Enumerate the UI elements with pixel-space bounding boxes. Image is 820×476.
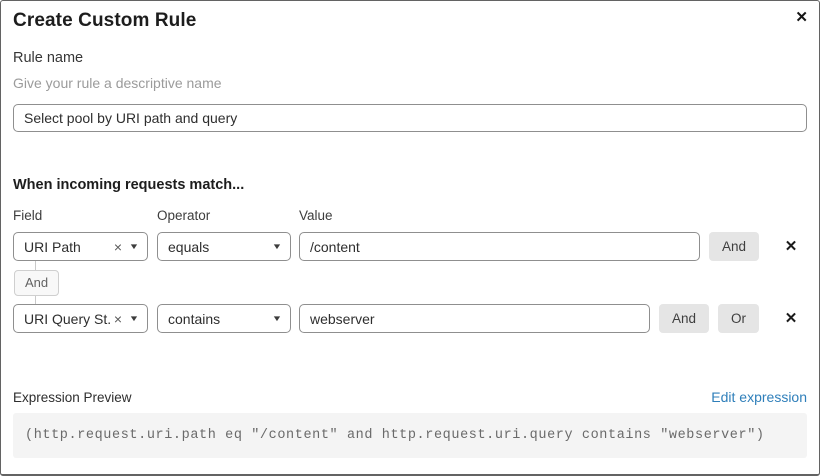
clear-field-icon[interactable]: × [113, 310, 123, 327]
operator-select[interactable]: equals ▼ [157, 232, 291, 261]
field-column-label: Field [13, 208, 43, 223]
condition-row: URI Path × ▼ equals ▼ And ✕ [13, 232, 807, 261]
rule-name-label: Rule name [13, 50, 84, 66]
chevron-down-icon[interactable]: ▼ [128, 313, 140, 323]
field-select[interactable]: URI Query St... × ▼ [13, 304, 148, 333]
add-or-condition-button[interactable]: Or [718, 304, 759, 333]
match-heading: When incoming requests match... [13, 177, 245, 193]
rule-name-input[interactable] [13, 104, 807, 132]
and-connector-badge: And [14, 270, 60, 296]
value-column-label: Value [299, 208, 333, 223]
chevron-down-icon[interactable]: ▼ [128, 241, 140, 251]
expression-header: Expression Preview Edit expression [13, 389, 807, 406]
delete-condition-icon[interactable]: ✕ [784, 309, 798, 327]
condition-row: URI Query St... × ▼ contains ▼ And Or ✕ [13, 304, 807, 333]
close-icon[interactable]: ✕ [795, 9, 808, 26]
operator-select-value: equals [168, 238, 210, 255]
value-input[interactable] [299, 304, 650, 333]
operator-select-value: contains [168, 310, 221, 327]
condition-connector: And [13, 261, 807, 304]
add-and-condition-button[interactable]: And [658, 304, 709, 333]
expression-code: (http.request.uri.path eq "/content" and… [13, 413, 807, 458]
clear-field-icon[interactable]: × [113, 238, 123, 255]
field-select-value: URI Path [24, 238, 81, 255]
dialog-title: Create Custom Rule [13, 10, 197, 31]
operator-select[interactable]: contains ▼ [157, 304, 291, 333]
delete-condition-icon[interactable]: ✕ [784, 237, 798, 255]
chevron-down-icon[interactable]: ▼ [271, 241, 283, 251]
expression-preview-label: Expression Preview [13, 390, 132, 405]
operator-column-label: Operator [157, 208, 211, 223]
column-labels: Field Operator Value [13, 207, 807, 224]
field-select[interactable]: URI Path × ▼ [13, 232, 148, 261]
edit-expression-link[interactable]: Edit expression [711, 389, 807, 405]
chevron-down-icon[interactable]: ▼ [271, 313, 283, 323]
value-input[interactable] [299, 232, 700, 261]
field-select-value: URI Query St... [24, 310, 110, 327]
add-and-condition-button[interactable]: And [708, 232, 759, 261]
rule-name-help: Give your rule a descriptive name [13, 75, 222, 91]
